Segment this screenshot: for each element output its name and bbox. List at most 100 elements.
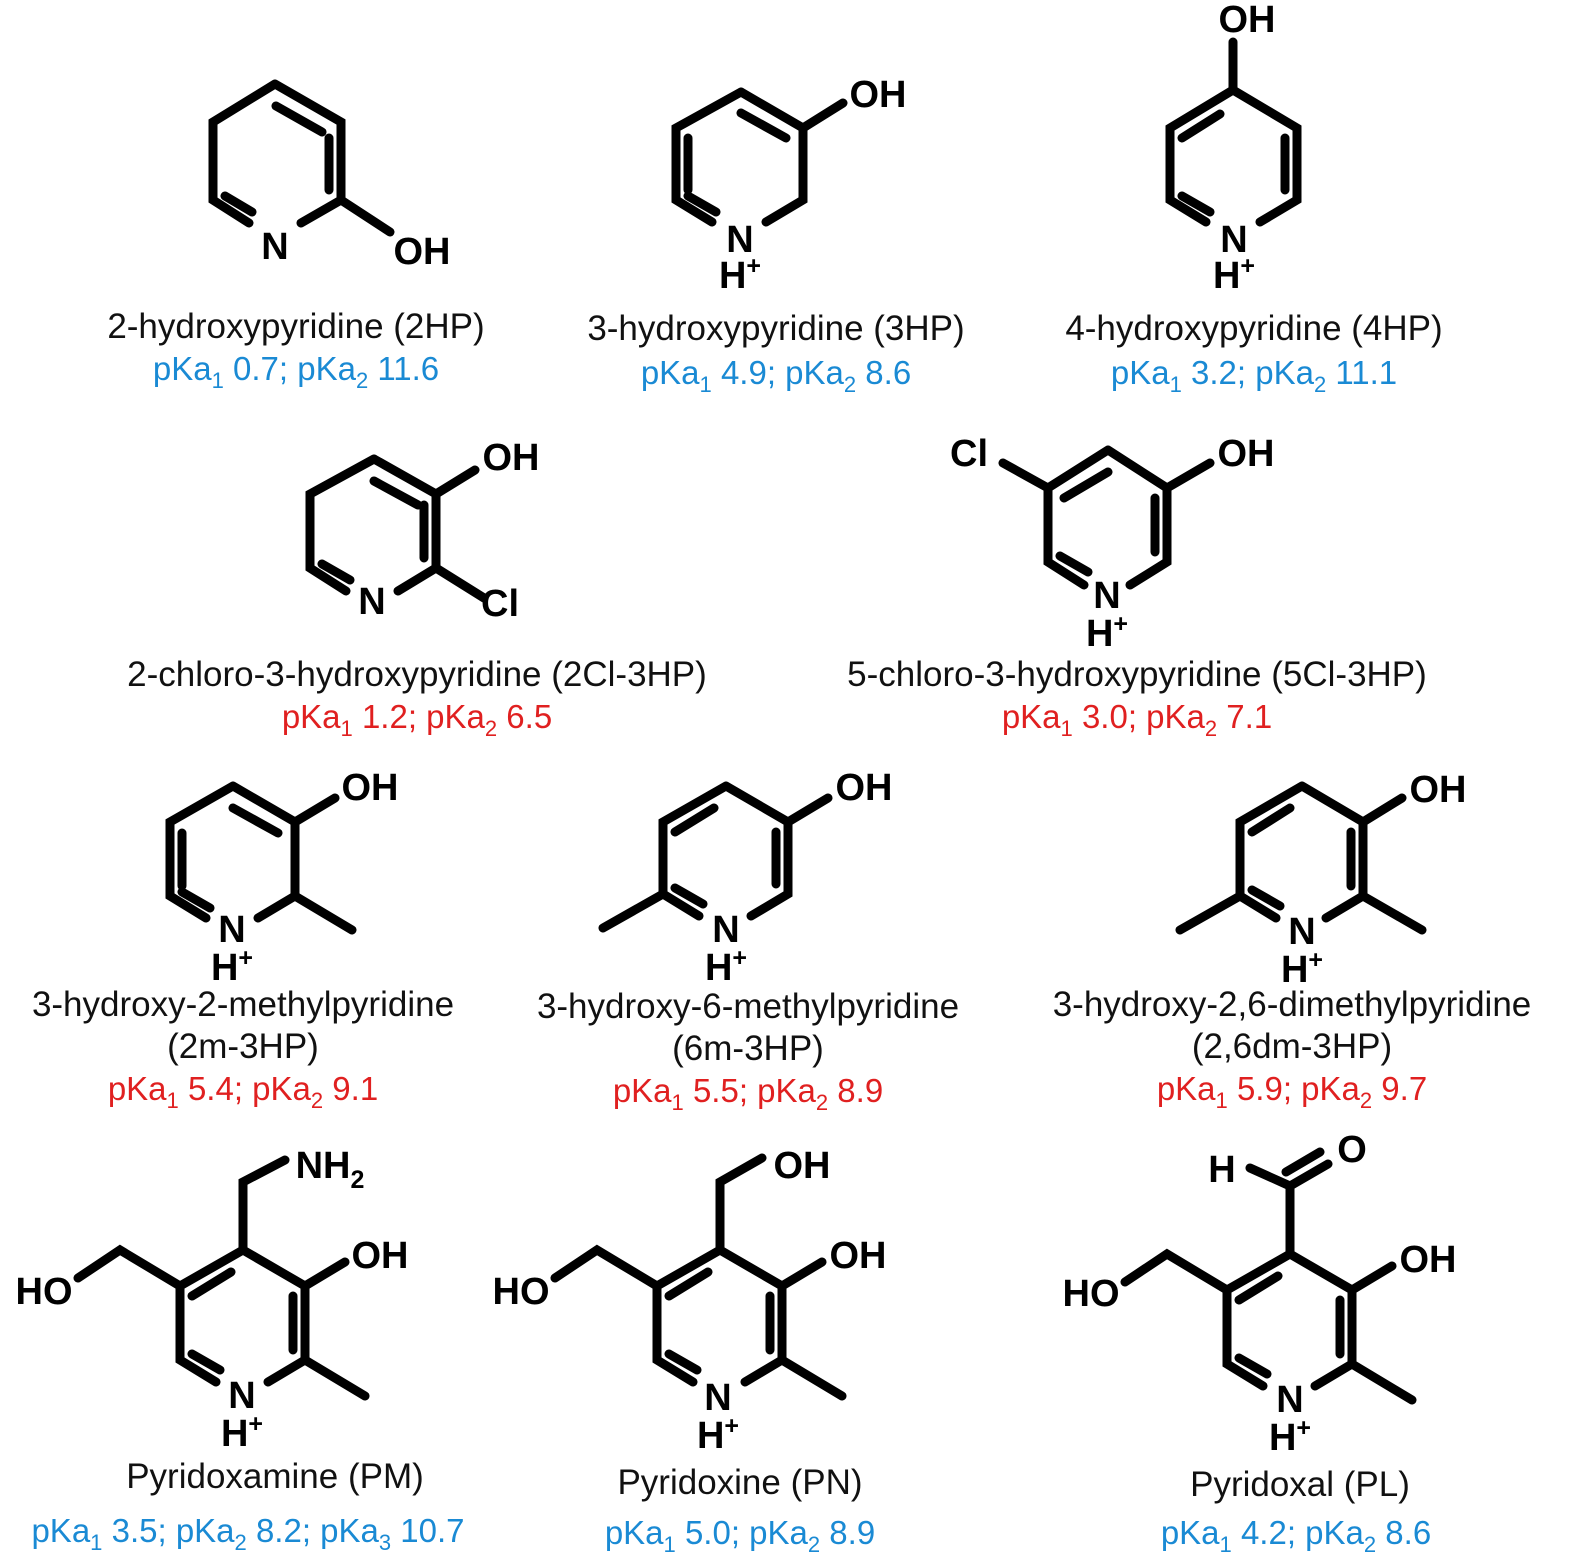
atom-nh-plus: H+	[1086, 610, 1128, 655]
atom-cl: Cl	[481, 583, 519, 625]
atom-ho: HO	[16, 1271, 73, 1313]
bond	[550, 1153, 847, 1401]
structure-26dm-3hp: OH N H+	[1175, 769, 1467, 991]
structure-4hp: OH N H+	[1165, 0, 1302, 297]
compound-name: 3-hydroxypyridine (3HP)	[587, 309, 964, 348]
bond	[1043, 445, 1172, 590]
atom-nh-plus: H+	[697, 1412, 739, 1457]
atom-oh: OH	[394, 231, 451, 273]
bond	[208, 79, 346, 228]
structure-3hp: N H+ OH	[671, 74, 907, 297]
atom-n: N	[704, 1377, 731, 1419]
atom-nh2: NH2	[296, 1145, 365, 1194]
compound-name-line2: (2m-3HP)	[167, 1027, 319, 1066]
structure-pyridoxamine: NH2 HO OH N H+	[16, 1145, 409, 1455]
atom-oh: OH	[774, 1145, 831, 1187]
compound-name: 3-hydroxy-2-methylpyridine	[32, 985, 454, 1024]
atom-n: N	[712, 909, 739, 951]
compound-name: 3-hydroxy-6-methylpyridine	[537, 987, 959, 1026]
atom-o: O	[1337, 1129, 1367, 1171]
bond	[683, 98, 848, 217]
bond	[220, 101, 395, 237]
bond	[177, 793, 357, 935]
compound-name-line2: (6m-3HP)	[672, 1029, 824, 1068]
atom-h: H	[1208, 1149, 1235, 1191]
compound-name: 3-hydroxy-2,6-dimethylpyridine	[1053, 985, 1532, 1024]
pka-values: pKa1 0.7; pKa2 11.6	[153, 350, 439, 393]
atom-oh: OH	[830, 1235, 887, 1277]
atom-nh-plus: H+	[1213, 252, 1255, 297]
atom-ho: HO	[1063, 1273, 1120, 1315]
atom-nh-plus: H+	[221, 1410, 263, 1455]
atom-nh-plus: H+	[1269, 1414, 1311, 1459]
compound-name: 2-hydroxypyridine (2HP)	[107, 307, 484, 346]
compound-name: 2-chloro-3-hydroxypyridine (2Cl-3HP)	[127, 655, 707, 694]
atom-oh: OH	[1218, 433, 1275, 475]
atom-cl: Cl	[950, 433, 988, 475]
bond	[998, 458, 1215, 577]
atom-oh: OH	[836, 767, 893, 809]
compound-name: Pyridoxamine (PM)	[126, 1457, 424, 1496]
atom-n: N	[1288, 911, 1315, 953]
structure-pyridoxal: H O HO OH N H+	[1063, 1129, 1457, 1459]
atom-n: N	[1220, 219, 1247, 261]
atom-oh: OH	[352, 1235, 409, 1277]
bond	[317, 465, 489, 603]
structure-5cl-3hp: Cl OH N H+	[950, 433, 1275, 655]
atom-oh: OH	[1410, 769, 1467, 811]
bond	[1222, 1249, 1357, 1391]
atom-oh: OH	[342, 767, 399, 809]
bond	[175, 1245, 310, 1387]
pka-values: pKa1 3.5; pKa2 8.2; pKa3 10.7	[31, 1512, 464, 1555]
pka-values: pKa1 1.2; pKa2 6.5	[282, 698, 552, 741]
atom-n: N	[726, 219, 753, 261]
bond	[671, 87, 808, 227]
bond	[652, 1245, 787, 1387]
pka-values: pKa1 5.4; pKa2 9.1	[108, 1070, 378, 1113]
structure-pyridoxine: OH HO OH N H+	[493, 1145, 887, 1457]
compound-name-line2: (2,6dm-3HP)	[1192, 1027, 1392, 1066]
atom-oh: OH	[1400, 1239, 1457, 1281]
structure-2m-3hp: OH N H+	[165, 767, 399, 989]
atom-oh: OH	[850, 74, 907, 116]
pka-values: pKa1 5.5; pKa2 8.9	[613, 1072, 883, 1115]
pka-values: pKa1 4.9; pKa2 8.6	[641, 354, 911, 397]
atom-oh: OH	[1219, 0, 1276, 41]
structure-2hp: N OH	[208, 79, 451, 273]
atom-nh-plus: H+	[1281, 946, 1323, 991]
compound-name: Pyridoxal (PL)	[1190, 1465, 1410, 1504]
bond	[598, 793, 833, 933]
pka-values: pKa1 5.0; pKa2 8.9	[605, 1514, 875, 1557]
compound-name: 4-hydroxypyridine (4HP)	[1065, 309, 1442, 348]
bond	[1235, 781, 1368, 923]
atom-nh-plus: H+	[719, 252, 761, 297]
atom-n: N	[358, 581, 385, 623]
atom-n: N	[218, 909, 245, 951]
atom-n: N	[1276, 1379, 1303, 1421]
atom-nh-plus: H+	[705, 944, 747, 989]
bond	[1177, 37, 1290, 217]
pka-values: pKa1 3.2; pKa2 11.1	[1111, 354, 1397, 397]
pka-values: pKa1 4.2; pKa2 8.6	[1161, 1514, 1431, 1557]
compound-name: 5-chloro-3-hydroxypyridine (5Cl-3HP)	[847, 655, 1427, 694]
structure-2cl-3hp: N Cl OH	[305, 437, 540, 625]
bond	[1175, 793, 1427, 935]
bond	[1165, 85, 1302, 227]
atom-n: N	[1093, 575, 1120, 617]
atom-n: N	[228, 1375, 255, 1417]
atom-nh-plus: H+	[211, 944, 253, 989]
bond	[658, 781, 793, 921]
compound-name: Pyridoxine (PN)	[617, 1463, 862, 1502]
structure-6m-3hp: OH N H+	[598, 767, 893, 989]
atom-ho: HO	[493, 1271, 550, 1313]
pka-values: pKa1 5.9; pKa2 9.7	[1157, 1070, 1427, 1113]
bond	[165, 781, 300, 923]
pka-values: pKa1 3.0; pKa2 7.1	[1002, 698, 1272, 741]
bond	[73, 1155, 370, 1401]
bond	[1120, 1147, 1417, 1405]
atom-n: N	[261, 226, 288, 268]
atom-oh: OH	[483, 437, 540, 479]
bond	[305, 454, 441, 596]
